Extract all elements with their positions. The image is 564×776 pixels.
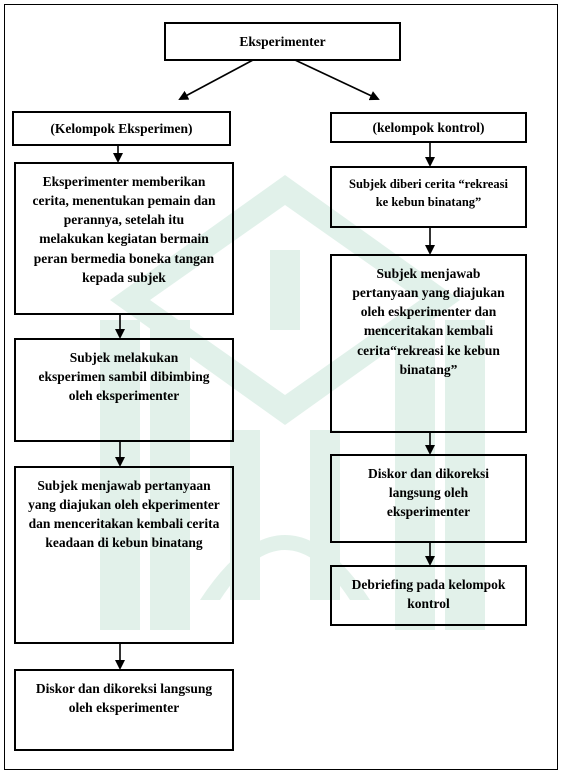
left-step-1: Eksperimenter memberikan cerita, menentu… xyxy=(14,162,234,315)
right-step-1: Subjek diberi cerita “rekreasi ke kebun … xyxy=(330,166,527,228)
left-step-1-text: Eksperimenter memberikan cerita, menentu… xyxy=(32,174,216,285)
left-header-box: (Kelompok Eksperimen) xyxy=(12,111,231,146)
left-step-4: Diskor dan dikoreksi langsung oleh ekspe… xyxy=(14,669,234,751)
left-step-3-text: Subjek menjawab pertanyaan yang diajukan… xyxy=(28,478,220,551)
diagram-frame xyxy=(4,4,558,770)
right-step-4-text: Debriefing pada kelompok kontrol xyxy=(351,577,506,612)
root-box: Eksperimenter xyxy=(164,22,401,61)
arrow-root-right xyxy=(294,59,380,101)
right-step-2-text: Subjek menjawab pertanyaan yang diajukan… xyxy=(352,266,505,377)
right-step-1-text: Subjek diberi cerita “rekreasi ke kebun … xyxy=(349,177,508,209)
root-label: Eksperimenter xyxy=(239,33,326,49)
right-step-4: Debriefing pada kelompok kontrol xyxy=(330,565,527,626)
left-step-2: Subjek melakukan eksperimen sambil dibim… xyxy=(14,338,234,442)
right-header-box: (kelompok kontrol) xyxy=(330,112,527,143)
left-step-3: Subjek menjawab pertanyaan yang diajukan… xyxy=(14,466,234,644)
right-header-label: (kelompok kontrol) xyxy=(372,119,485,135)
left-header-label: (Kelompok Eksperimen) xyxy=(50,120,193,136)
right-step-3-text: Diskor dan dikoreksi langsung oleh ekspe… xyxy=(367,466,490,520)
right-step-2: Subjek menjawab pertanyaan yang diajukan… xyxy=(330,254,527,433)
left-step-4-text: Diskor dan dikoreksi langsung oleh ekspe… xyxy=(35,681,213,716)
right-step-3: Diskor dan dikoreksi langsung oleh ekspe… xyxy=(330,454,527,543)
arrow-root-left xyxy=(178,59,254,100)
left-step-2-text: Subjek melakukan eksperimen sambil dibim… xyxy=(38,350,210,404)
